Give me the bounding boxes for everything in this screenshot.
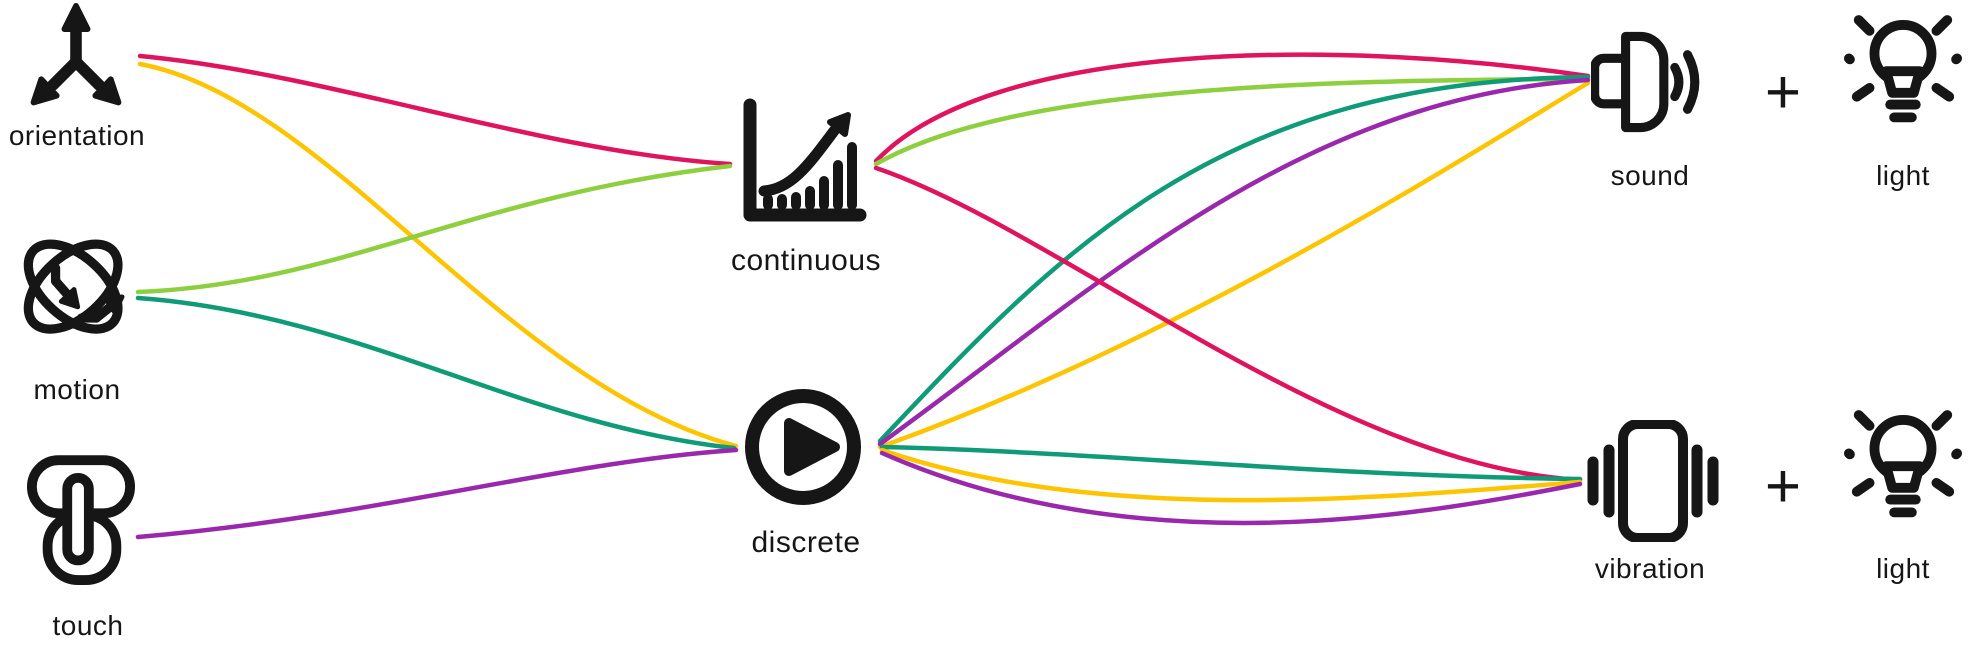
edge-motion-discrete (135, 295, 737, 451)
discrete-label: discrete (751, 526, 861, 559)
light-bulb-icon-top (1843, 10, 1963, 150)
edge-discrete-vibration-yellow (879, 447, 1583, 503)
light-bulb-icon-bottom (1843, 405, 1963, 545)
continuous-label: continuous (730, 244, 882, 277)
edge-touch-discrete (135, 447, 739, 540)
continuous-chart-icon (734, 98, 870, 232)
edge-continuous-vibration-pink (873, 165, 1583, 483)
edge-motion-continuous (135, 163, 733, 295)
edge-discrete-vibration-teal (879, 444, 1583, 482)
sound-label: sound (1610, 160, 1690, 191)
vibration-phone-icon (1577, 420, 1733, 542)
light-label-top: light (1876, 160, 1930, 191)
edge-discrete-sound-yellow (877, 80, 1591, 450)
touch-label: touch (52, 610, 124, 641)
orientation-label: orientation (8, 120, 146, 151)
plus-sign-top: + (1764, 57, 1802, 127)
vibration-label: vibration (1594, 553, 1706, 584)
discrete-play-icon (742, 386, 864, 508)
edge-continuous-sound-green (873, 76, 1591, 167)
sound-speaker-icon (1591, 30, 1713, 134)
motion-label: motion (33, 374, 121, 405)
motion-gyro-icon (14, 220, 136, 368)
edge-discrete-sound-purple (877, 77, 1591, 447)
orientation-axes-icon (20, 2, 132, 116)
light-label-bottom: light (1876, 553, 1930, 584)
edge-discrete-sound-teal (877, 74, 1591, 444)
touch-hand-icon (26, 452, 136, 602)
edge-discrete-vibration-purple (879, 450, 1583, 526)
edge-orientation-discrete (137, 61, 739, 449)
edge-orientation-continuous (137, 53, 733, 167)
plus-sign-bottom: + (1764, 451, 1802, 521)
edge-continuous-sound-pink (873, 52, 1591, 164)
